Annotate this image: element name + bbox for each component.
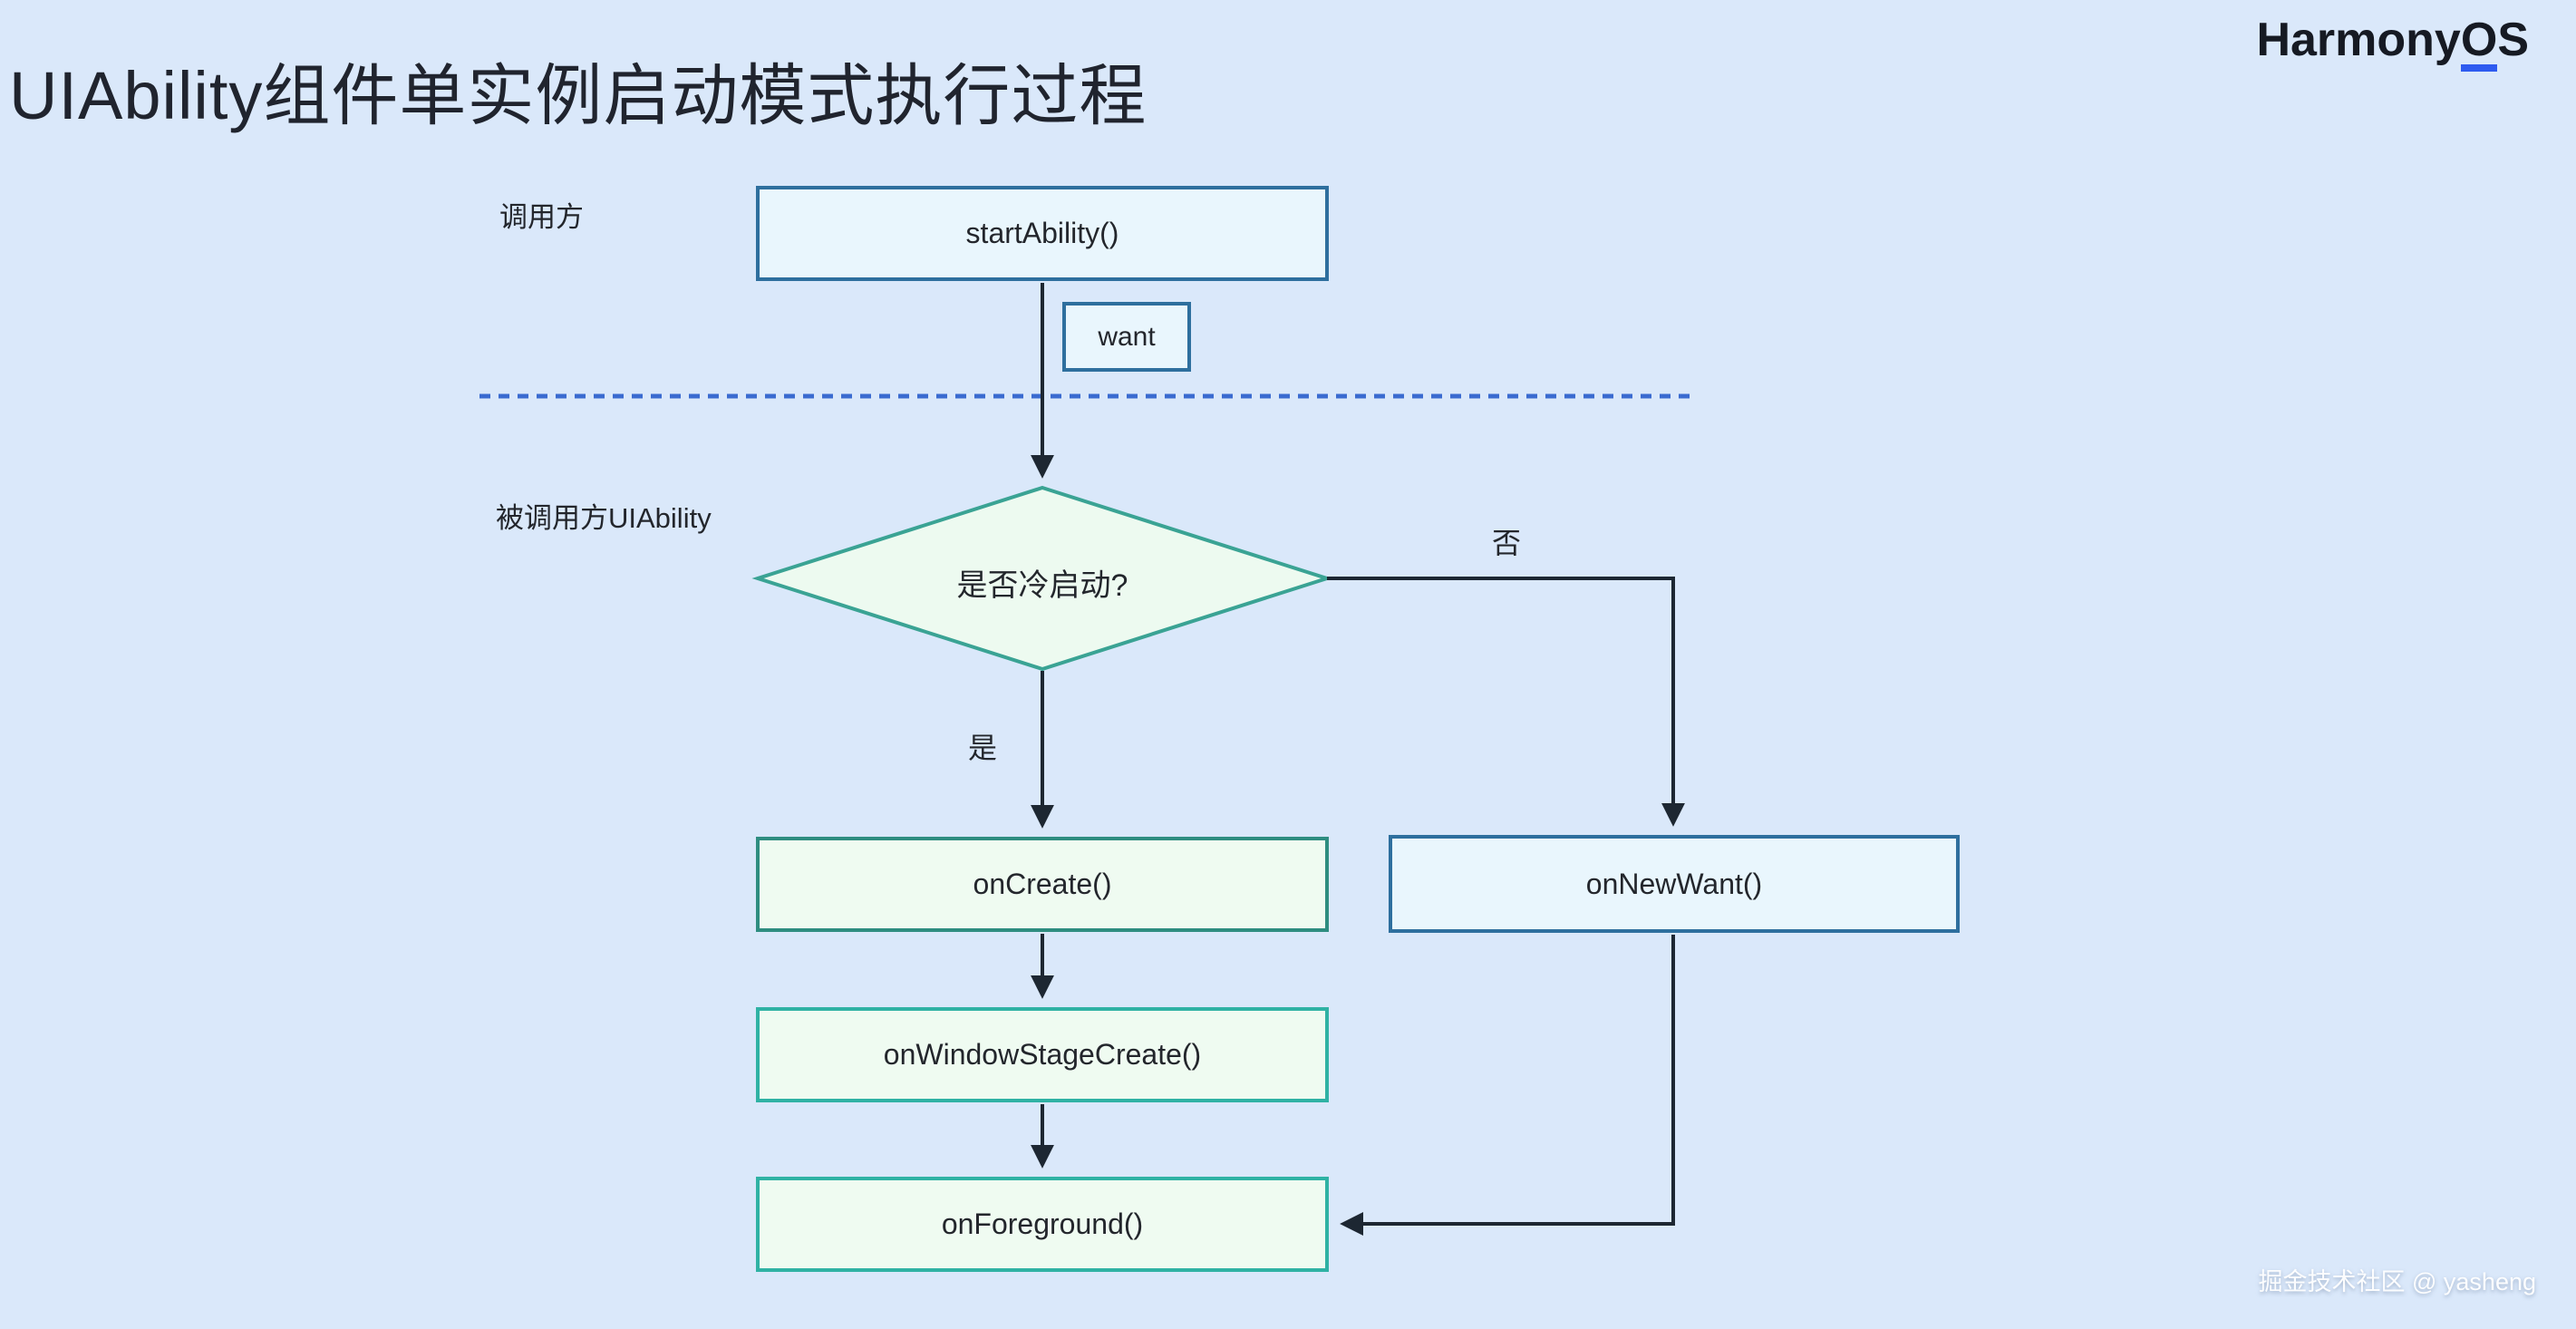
node-want-param: want (1062, 302, 1191, 372)
harmonyos-logo-underlined-o: O (2460, 15, 2498, 73)
harmonyos-logo: HarmonyOS (2256, 13, 2529, 73)
node-on-foreground: onForeground() (756, 1177, 1329, 1272)
harmonyos-logo-text-end: S (2497, 14, 2529, 66)
edge-label-no: 否 (1492, 527, 1522, 559)
node-on-new-want: onNewWant() (1389, 835, 1960, 933)
node-start-ability: startAbility() (756, 186, 1329, 281)
harmonyos-logo-text: Harmony (2256, 14, 2461, 66)
caller-lane-label: 调用方 (499, 201, 584, 233)
page-title: UIAbility组件单实例启动模式执行过程 (9, 58, 1148, 133)
node-on-create: onCreate() (756, 837, 1329, 932)
watermark: 掘金技术社区 @ yasheng (2258, 1268, 2537, 1295)
node-on-window-stage-create: onWindowStageCreate() (756, 1007, 1329, 1102)
arrow-decision-to-onnewwant (1327, 577, 1685, 827)
decision-diamond-shape (751, 485, 1333, 672)
arrow-onnewwant-to-onforeground (1340, 935, 1675, 1236)
edge-label-yes: 是 (968, 732, 998, 764)
callee-lane-label: 被调用方UIAbility (496, 502, 712, 534)
decision-diamond-label: 是否冷启动? (956, 568, 1128, 603)
